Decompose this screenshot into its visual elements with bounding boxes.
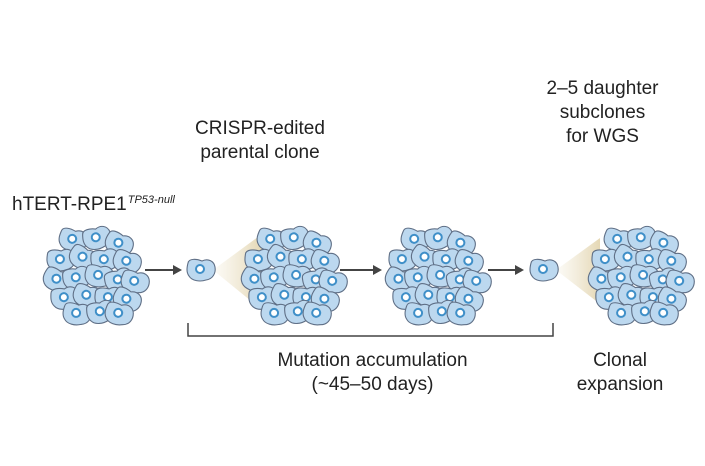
cell-clusters: [42, 225, 695, 326]
edited-clone-population-cell: [310, 286, 340, 312]
arrow-3: [488, 265, 524, 275]
parental-population-cell: [68, 243, 98, 271]
edited-clone-population-cell: [302, 301, 332, 326]
accumulated-population-cell: [462, 269, 492, 294]
edited-clone-population-cell: [244, 248, 274, 272]
edited-clone-population-cell: [310, 249, 340, 274]
single-subclone-cell: [529, 258, 559, 282]
accumulated-population-cell: [424, 225, 454, 251]
parental-population-cell: [62, 302, 92, 326]
parental-population-cell: [46, 248, 76, 272]
single-founder-cell: [186, 258, 216, 282]
parental-population-cell: [112, 249, 142, 274]
mutation-bracket: [187, 323, 554, 337]
edited-clone-population-cell: [266, 243, 296, 271]
clonal-expansion-label: Clonal expansion: [576, 350, 664, 395]
arrow-1: [145, 265, 182, 275]
expanded-subclone-population-cell: [627, 225, 657, 251]
accumulated-population-cell: [454, 249, 484, 274]
edited-clone-population-cell: [280, 225, 310, 251]
accumulated-population-cell: [410, 243, 440, 271]
edited-clone-population-cell: [318, 269, 348, 294]
parent-cell-line-label: hTERT-RPE1TP53-null: [12, 194, 175, 215]
accumulated-population-cell: [446, 301, 476, 326]
accumulated-population-cell: [414, 283, 444, 308]
arrow-2: [340, 265, 382, 275]
parental-population-cell: [120, 269, 150, 294]
parental-population-cell: [104, 301, 134, 326]
parental-population-cell: [82, 225, 112, 251]
expanded-subclone-population-cell: [607, 302, 637, 326]
expanded-subclone-population-cell: [649, 301, 679, 326]
accumulated-population-cell: [404, 302, 434, 326]
expanded-subclone-population-cell: [657, 249, 687, 274]
expanded-subclone-population-cell: [665, 269, 695, 294]
edited-clone-label: CRISPR-edited parental clone: [195, 118, 325, 163]
tp53-null-superscript: TP53-null: [127, 194, 175, 206]
expansion-cone-2: [556, 238, 600, 304]
edited-clone-population-cell: [260, 302, 290, 326]
daughter-subclones-label: 2–5 daughter subclones for WGS: [546, 78, 659, 147]
mutation-accumulation-label: Mutation accumulation (~45–50 days): [277, 350, 468, 395]
